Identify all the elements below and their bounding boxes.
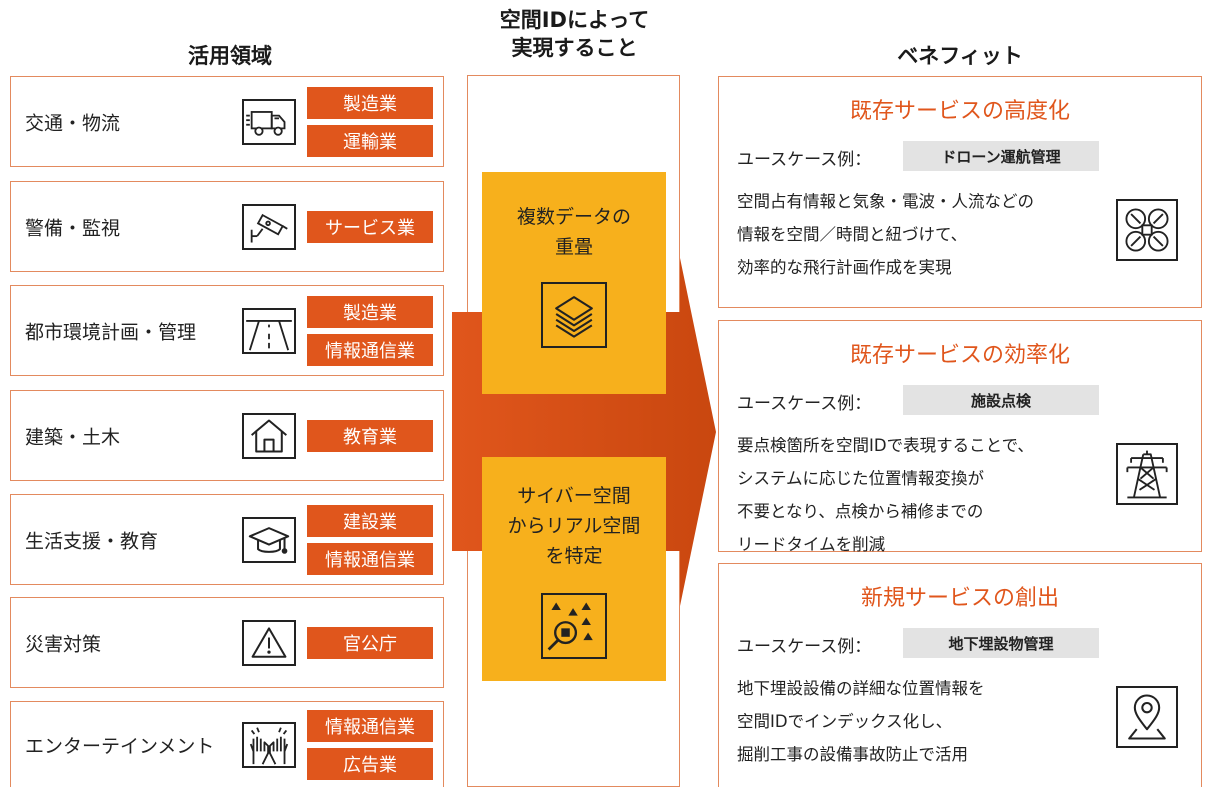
benefit-description: 要点検箇所を空間IDで表現することで、 システムに応じた位置情報変換が 不要とな… [737,436,1034,554]
domain-row-urban: 都市環境計画・管理 製造業 情報通信業 [10,285,444,376]
domain-row-education: 生活支援・教育 建設業 情報通信業 [10,494,444,585]
industry-tag: 製造業 [307,86,433,119]
usecase-value: 施設点検 [903,385,1099,415]
industry-tags: 情報通信業 広告業 [307,702,433,787]
map-search-icon [541,593,607,659]
industry-tags: 官公庁 [307,598,433,687]
domain-row-construction: 建築・土木 教育業 [10,390,444,481]
location-pin-icon [1116,686,1178,748]
domain-name: 生活支援・教育 [25,530,159,552]
layers-icon [541,282,607,348]
graduation-cap-icon [242,516,296,563]
security-camera-icon [242,203,296,250]
function-box-identify: サイバー空間 からリアル空間 を特定 [482,457,666,681]
usecase-label: ユースケース例： [737,150,872,170]
usecase-value: 地下埋設物管理 [903,628,1099,658]
industry-tags: 製造業 運輸業 [307,77,433,166]
power-tower-icon [1116,443,1178,505]
benefit-card-efficiency: 既存サービスの効率化 ユースケース例： 施設点検 要点検箇所を空間IDで表現する… [718,320,1202,554]
industry-tags: 教育業 [307,391,433,480]
domain-row-disaster: 災害対策 官公庁 [10,597,444,688]
usecase-label: ユースケース例： [737,637,872,657]
header-capabilities: 空間IDによって 実現すること [499,8,650,60]
benefit-title: 既存サービスの高度化 [849,99,1070,124]
industry-tags: サービス業 [307,182,433,271]
industry-tag: 情報通信業 [307,333,433,366]
domain-name: 建築・土木 [25,426,121,448]
hands-icon [242,721,296,768]
industry-tag: 情報通信業 [307,542,433,575]
benefit-title: 新規サービスの創出 [860,586,1059,611]
function-title: 複数データの 重畳 [516,206,631,258]
domain-name: 交通・物流 [25,112,121,134]
truck-icon [242,98,296,145]
benefit-card-creation: 新規サービスの創出 ユースケース例： 地下埋設物管理 地下埋設設備の詳細な位置情… [718,563,1202,787]
header-domains: 活用領域 [188,44,272,68]
function-box-overlay: 複数データの 重畳 [482,172,666,394]
benefit-description: 地下埋設設備の詳細な位置情報を 空間IDでインデックス化し、 掘削工事の設備事故… [737,679,985,764]
benefit-title: 既存サービスの効率化 [849,343,1070,368]
domain-name: 都市環境計画・管理 [25,321,197,343]
domain-name: 災害対策 [25,633,102,655]
usecase-label: ユースケース例： [737,394,872,414]
drone-icon [1116,199,1178,261]
industry-tags: 建設業 情報通信業 [307,495,433,584]
domain-row-security: 警備・監視 サービス業 [10,181,444,272]
header-benefits: ベネフィット [897,44,1023,68]
warning-icon [242,619,296,666]
domain-name: エンターテインメント [25,735,215,757]
industry-tag: 教育業 [307,419,433,452]
industry-tag: 製造業 [307,295,433,328]
house-icon [242,412,296,459]
function-title: サイバー空間 からリアル空間 を特定 [507,485,641,567]
industry-tag: サービス業 [307,210,433,243]
benefit-description: 空間占有情報と気象・電波・人流などの 情報を空間／時間と紐づけて、 効率的な飛行… [737,192,1034,277]
usecase-value: ドローン運航管理 [903,141,1099,171]
road-icon [242,307,296,354]
industry-tag: 運輸業 [307,124,433,157]
benefit-card-enhancement: 既存サービスの高度化 ユースケース例： ドローン運航管理 空間占有情報と気象・電… [718,76,1202,308]
industry-tags: 製造業 情報通信業 [307,286,433,375]
domain-row-transport: 交通・物流 製造業 運輸業 [10,76,444,167]
industry-tag: 官公庁 [307,626,433,659]
industry-tag: 情報通信業 [307,709,433,742]
industry-tag: 建設業 [307,504,433,537]
domain-name: 警備・監視 [25,217,121,239]
domain-row-entertainment: エンターテインメント 情報通信業 広告業 [10,701,444,787]
industry-tag: 広告業 [307,747,433,780]
